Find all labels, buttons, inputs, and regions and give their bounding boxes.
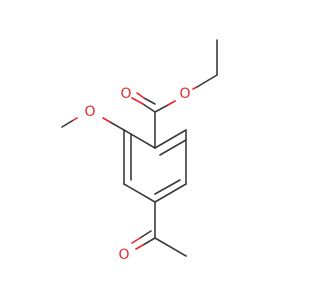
bond-ring-c6-c1 [123, 129, 156, 149]
bond-acetyl-c-o-double-a-red [135, 244, 144, 250]
molecule-canvas: O O O O [61, 39, 218, 263]
bond-ring-c3-c4 [154, 183, 187, 203]
ester-carbonyl-oxygen-label: O [120, 86, 131, 102]
bond-ester-c-o-double-b [143, 97, 156, 105]
ketone-oxygen-label: O [118, 247, 129, 263]
bond-ester-o-ch2 [196, 74, 218, 88]
bond-acetyl-c-o-double-b-red [131, 237, 141, 244]
bond-methoxy-o-ch3 [61, 120, 73, 128]
bond-ring-to-methoxy-o [109, 121, 125, 131]
bond-ester-c-o-double-a [142, 103, 156, 113]
bond-ring-c3-c4-inner [154, 179, 181, 195]
ester-ether-oxygen-label: O [179, 86, 190, 102]
bond-acetyl-c-ch3 [154, 237, 187, 257]
bond-acetyl-c-o-double-a [142, 237, 156, 246]
bond-ring-c1-c2-inner [159, 139, 187, 156]
bond-ring-c1-c2 [154, 129, 187, 149]
bond-methoxy-o-ch3-red [71, 117, 78, 122]
methoxy-oxygen-label: O [84, 104, 95, 120]
bond-ester-c-o-single-red [167, 100, 176, 106]
bond-acetyl-c-o-double-b [139, 230, 152, 239]
bond-ester-c-o-double-b-red [136, 92, 145, 99]
bond-ester-c-o-double-a-red [131, 97, 144, 105]
bond-ring-c4-c5 [123, 183, 156, 203]
bond-ester-c-o-single [154, 104, 169, 113]
bond-ring-to-methoxy-o-red [102, 117, 111, 123]
structure-diagram: O O O O [61, 39, 218, 263]
